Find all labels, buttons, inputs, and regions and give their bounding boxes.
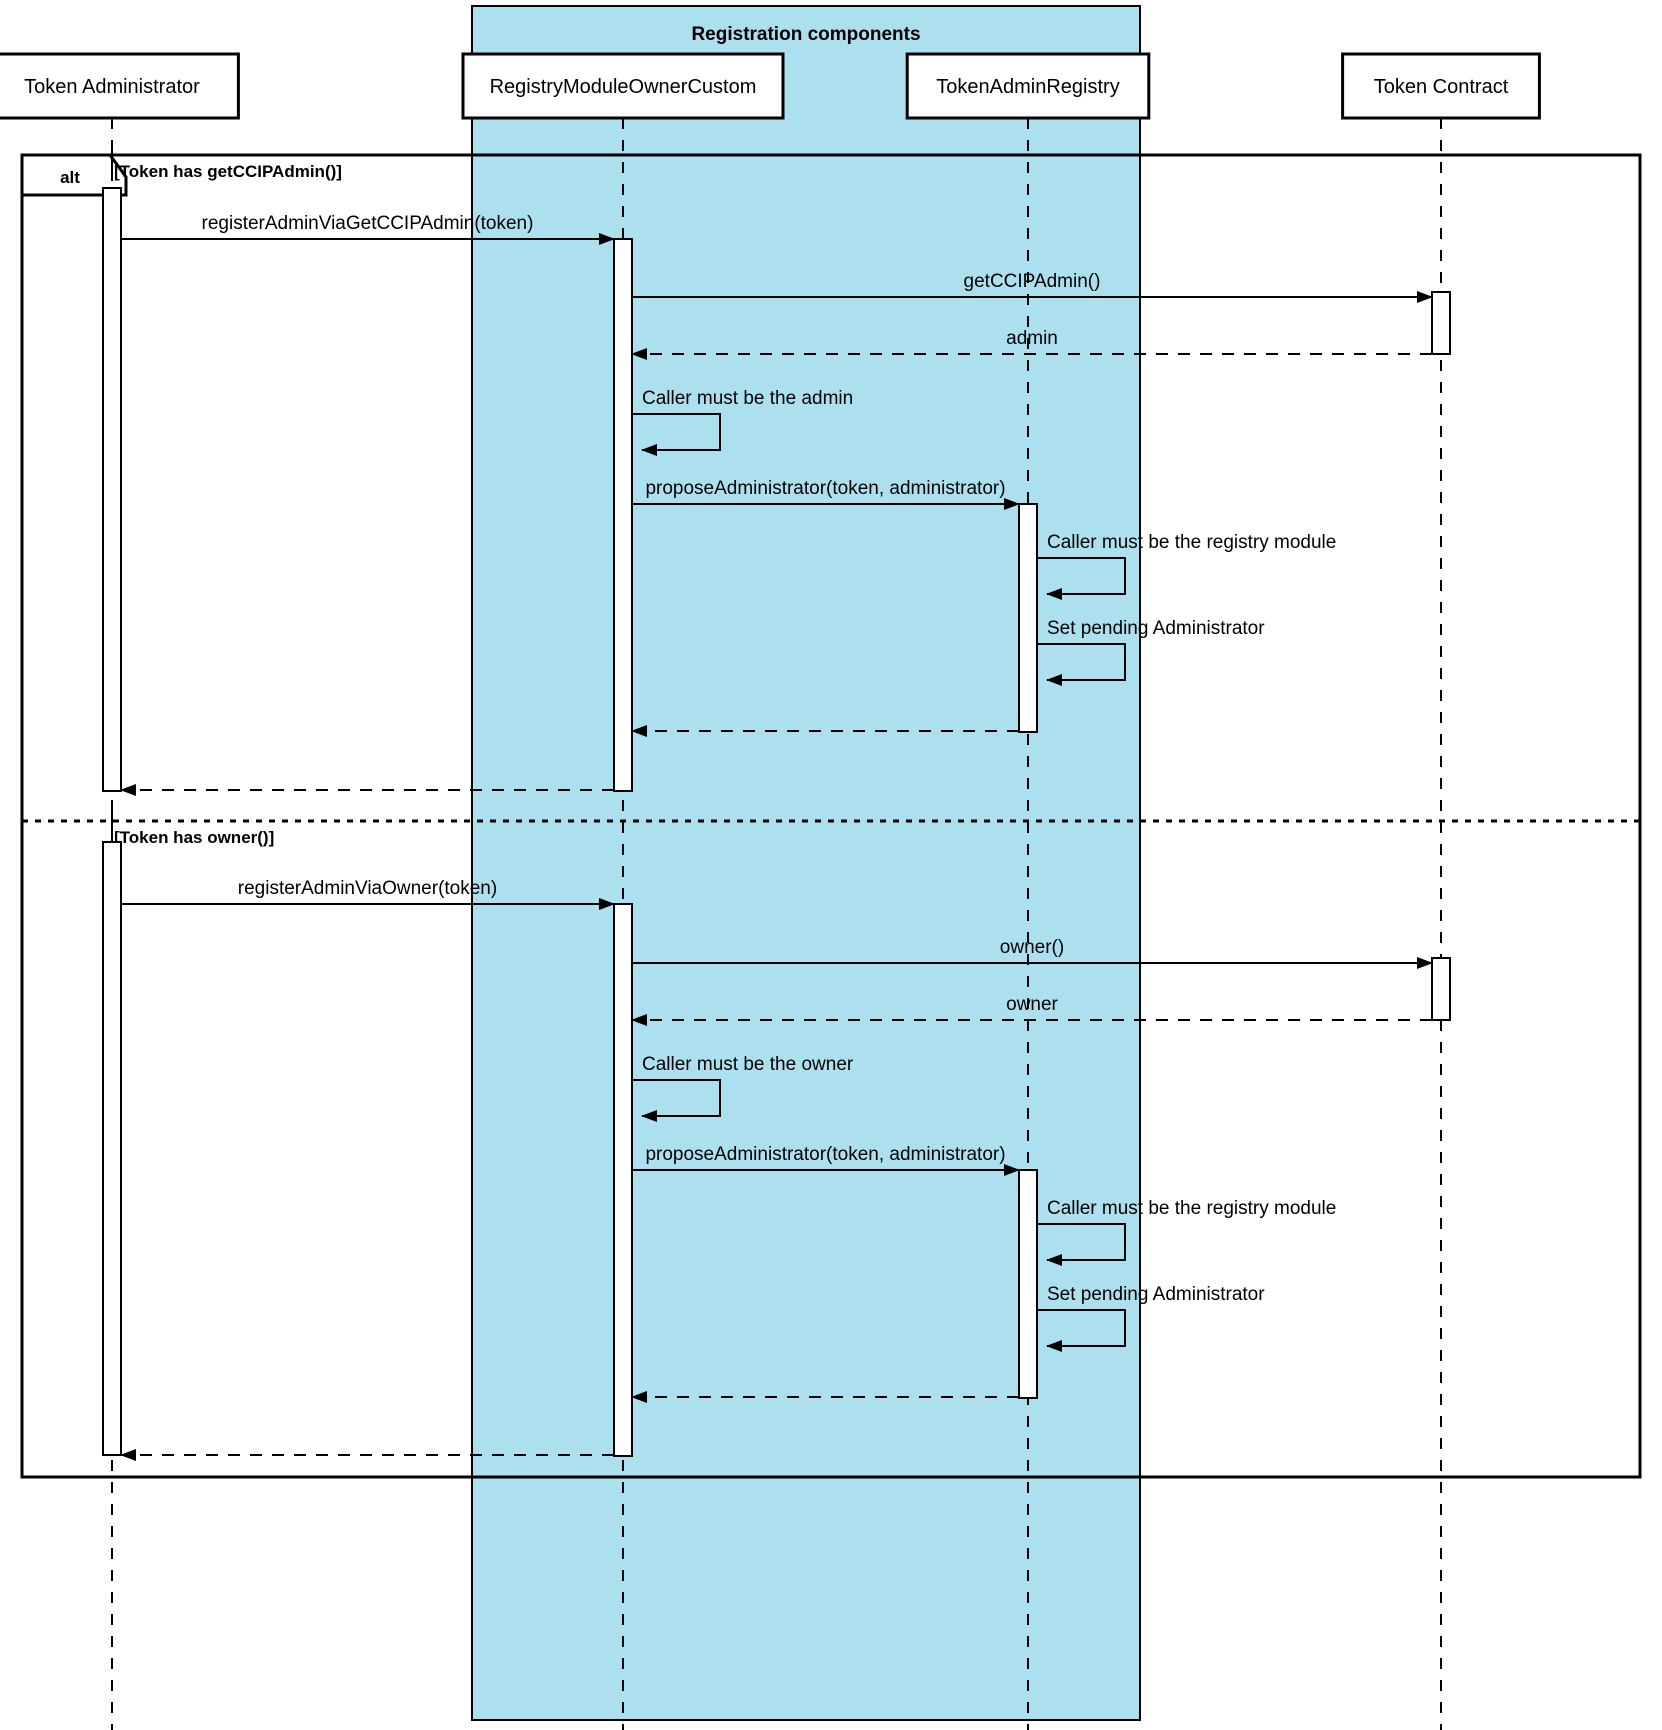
message-label: Caller must be the registry module xyxy=(1047,532,1336,553)
self-message-arrow xyxy=(1037,1223,1126,1266)
message-self: Set pending Administrator xyxy=(1037,1284,1265,1352)
participant-tar[interactable]: TokenAdminRegistry xyxy=(905,52,1151,120)
message-label: Caller must be the owner xyxy=(642,1054,854,1075)
message-self: Caller must be the registry module xyxy=(1037,532,1336,600)
message-call: registerAdminViaGetCCIPAdmin(token) xyxy=(121,213,615,245)
message-self: Caller must be the owner xyxy=(632,1054,854,1122)
activation-bar-admin xyxy=(102,841,122,1456)
alt-frame xyxy=(20,153,1642,1479)
message-label: Set pending Administrator xyxy=(1047,618,1265,639)
self-message-arrow xyxy=(1037,557,1126,600)
message-self: Caller must be the registry module xyxy=(1037,1198,1336,1266)
message-label: registerAdminViaGetCCIPAdmin(token) xyxy=(202,213,534,234)
self-message-arrow xyxy=(1037,1309,1126,1352)
message-call: owner() xyxy=(632,937,1433,969)
message-label: owner() xyxy=(1000,937,1064,958)
message-return: owner xyxy=(631,994,1432,1026)
message-label: proposeAdministrator(token, administrato… xyxy=(645,478,1005,499)
self-message-arrow xyxy=(1037,643,1126,686)
participant-label: Token Contract xyxy=(1374,76,1509,98)
message-call: proposeAdministrator(token, administrato… xyxy=(632,478,1020,510)
message-label: getCCIPAdmin() xyxy=(964,271,1101,292)
participant-label: RegistryModuleOwnerCustom xyxy=(490,76,757,98)
participant-token[interactable]: Token Contract xyxy=(1341,52,1541,120)
message-call: proposeAdministrator(token, administrato… xyxy=(632,1144,1020,1176)
participant-label: TokenAdminRegistry xyxy=(936,76,1119,98)
self-message-arrow xyxy=(632,413,721,456)
message-label: registerAdminViaOwner(token) xyxy=(238,878,497,899)
alt-guard-condition: [Token has owner()] xyxy=(114,828,274,847)
message-label: admin xyxy=(1006,328,1058,349)
activation-bar-admin xyxy=(102,187,122,792)
message-label: Set pending Administrator xyxy=(1047,1284,1265,1305)
activation-bar-token xyxy=(1431,291,1451,355)
participant-registry[interactable]: RegistryModuleOwnerCustom xyxy=(461,52,785,120)
message-self: Set pending Administrator xyxy=(1037,618,1265,686)
activation-bar-registry xyxy=(613,238,633,792)
alt-keyword-box xyxy=(20,153,128,197)
message-call: registerAdminViaOwner(token) xyxy=(121,878,615,910)
activation-bar-tar xyxy=(1018,1169,1038,1399)
lifelines-layer: Token Administrator RegistryModuleOwnerCu… xyxy=(0,52,1541,1730)
activation-bar-registry xyxy=(613,903,633,1457)
messages-layer: registerAdminViaGetCCIPAdmin(token) getCC… xyxy=(120,213,1433,1461)
group-registration-components: Registration components xyxy=(471,5,1141,1721)
message-label: proposeAdministrator(token, administrato… xyxy=(645,1144,1005,1165)
alt-fragment: alt [Token has getCCIPAdmin()] [Token has … xyxy=(20,141,1642,1479)
alt-guard-condition: [Token has getCCIPAdmin()] xyxy=(114,162,342,181)
message-self: Caller must be the admin xyxy=(632,388,853,456)
activations-layer xyxy=(102,187,1451,1457)
alt-keyword-label: alt xyxy=(60,168,80,187)
message-label: owner xyxy=(1006,994,1058,1015)
message-call: getCCIPAdmin() xyxy=(632,271,1433,303)
message-label: Caller must be the admin xyxy=(642,388,853,409)
activation-bar-tar xyxy=(1018,503,1038,733)
self-message-arrow xyxy=(632,1079,721,1122)
activation-bar-token xyxy=(1431,957,1451,1021)
group-title: Registration components xyxy=(691,24,920,45)
message-return: admin xyxy=(631,328,1432,360)
participant-label: Token Administrator xyxy=(24,76,200,98)
message-label: Caller must be the registry module xyxy=(1047,1198,1336,1219)
participant-admin[interactable]: Token Administrator xyxy=(0,52,240,120)
